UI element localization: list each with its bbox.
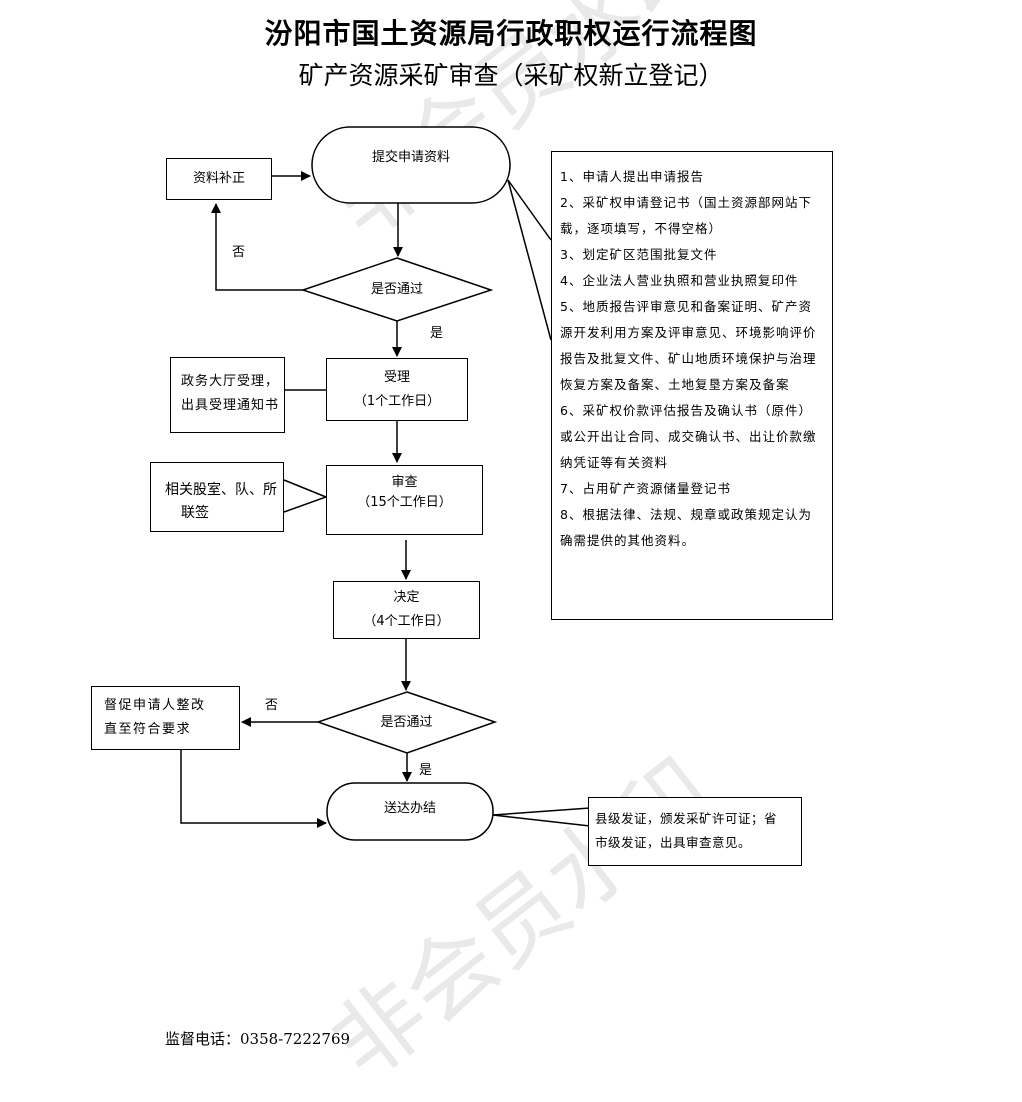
edge-label-no2: 否 bbox=[265, 698, 279, 713]
requirement-item-2: 2、采矿权申请登记书（国土资源部网站下载，逐项填写，不得空格） bbox=[560, 195, 812, 236]
accept-label: 受理 bbox=[383, 369, 410, 385]
requirement-item-6: 6、采矿权价款评估报告及确认书（原件）或公开出让合同、成交确认书、出让价款缴纳凭… bbox=[560, 403, 817, 470]
requirement-item-8: 8、根据法律、法规、规章或政策规定认为确需提供的其他资料。 bbox=[560, 507, 812, 548]
decide-node: 决定 （4个工作日） bbox=[333, 581, 480, 639]
deliver-label: 送达办结 bbox=[383, 800, 436, 816]
correct-node: 资料补正 bbox=[166, 158, 272, 200]
deliver-note-line1: 县级发证，颁发采矿许可证；省 bbox=[595, 811, 778, 826]
requirement-item-1: 1、申请人提出申请报告 bbox=[560, 169, 704, 184]
review-note-line2: 联签 bbox=[181, 505, 209, 521]
page-subtitle: 矿产资源采矿审查（采矿权新立登记） bbox=[298, 61, 724, 90]
accept-days: （1个工作日） bbox=[353, 393, 441, 409]
requirements-box: 1、申请人提出申请报告 2、采矿权申请登记书（国土资源部网站下载，逐项填写，不得… bbox=[551, 151, 833, 620]
decide-label: 决定 bbox=[393, 590, 420, 605]
review-label: 审查 bbox=[391, 475, 418, 490]
supervision-phone: 监督电话：0358-7222769 bbox=[165, 1030, 351, 1048]
flow-connectors bbox=[180, 126, 591, 841]
check1-label: 是否通过 bbox=[370, 281, 423, 297]
requirement-item-5: 5、地质报告评审意见和备案证明、矿产资源开发利用方案及评审意见、环境影响评价报告… bbox=[560, 299, 817, 392]
requirement-item-3: 3、划定矿区范围批复文件 bbox=[560, 247, 718, 262]
check1-node: 是否通过 bbox=[303, 258, 491, 321]
edge-label-yes1: 是 bbox=[430, 326, 444, 341]
rectify-node: 督促申请人整改 直至符合要求 bbox=[91, 686, 240, 750]
deliver-terminal-shape bbox=[326, 782, 494, 841]
deliver-node: 送达办结 bbox=[327, 783, 493, 840]
accept-note-line1: 政务大厅受理， bbox=[181, 374, 280, 389]
edge-label-no1: 否 bbox=[232, 245, 246, 260]
decide-days: （4个工作日） bbox=[363, 614, 450, 629]
submit-terminal-shape bbox=[311, 126, 511, 204]
review-note: 相关股室、队、所 联签 bbox=[150, 462, 284, 532]
accept-note-line2: 出具受理通知书 bbox=[181, 398, 280, 413]
deliver-note: 县级发证，颁发采矿许可证；省 市级发证，出具审查意见。 bbox=[588, 797, 802, 866]
review-days: （15个工作日） bbox=[357, 495, 452, 510]
requirement-item-4: 4、企业法人营业执照和营业执照复印件 bbox=[560, 273, 799, 288]
submit-label: 提交申请资料 bbox=[371, 150, 450, 165]
rectify-line2: 直至符合要求 bbox=[104, 722, 192, 737]
correct-label: 资料补正 bbox=[192, 171, 245, 186]
check2-node: 是否通过 bbox=[318, 692, 495, 753]
review-node: 审查 （15个工作日） bbox=[326, 465, 483, 535]
edge-label-yes2: 是 bbox=[419, 763, 433, 778]
review-note-line1: 相关股室、队、所 bbox=[165, 482, 277, 498]
rectify-line1: 督促申请人整改 bbox=[104, 698, 206, 713]
accept-note: 政务大厅受理， 出具受理通知书 bbox=[170, 357, 285, 433]
accept-node: 受理 （1个工作日） bbox=[326, 358, 468, 421]
requirement-item-7: 7、占用矿产资源储量登记书 bbox=[560, 481, 731, 496]
deliver-note-line2: 市级发证，出具审查意见。 bbox=[595, 835, 752, 850]
submit-node: 提交申请资料 bbox=[312, 127, 510, 203]
check2-label: 是否通过 bbox=[380, 714, 433, 730]
page-title: 汾阳市国土资源局行政职权运行流程图 bbox=[264, 17, 758, 50]
